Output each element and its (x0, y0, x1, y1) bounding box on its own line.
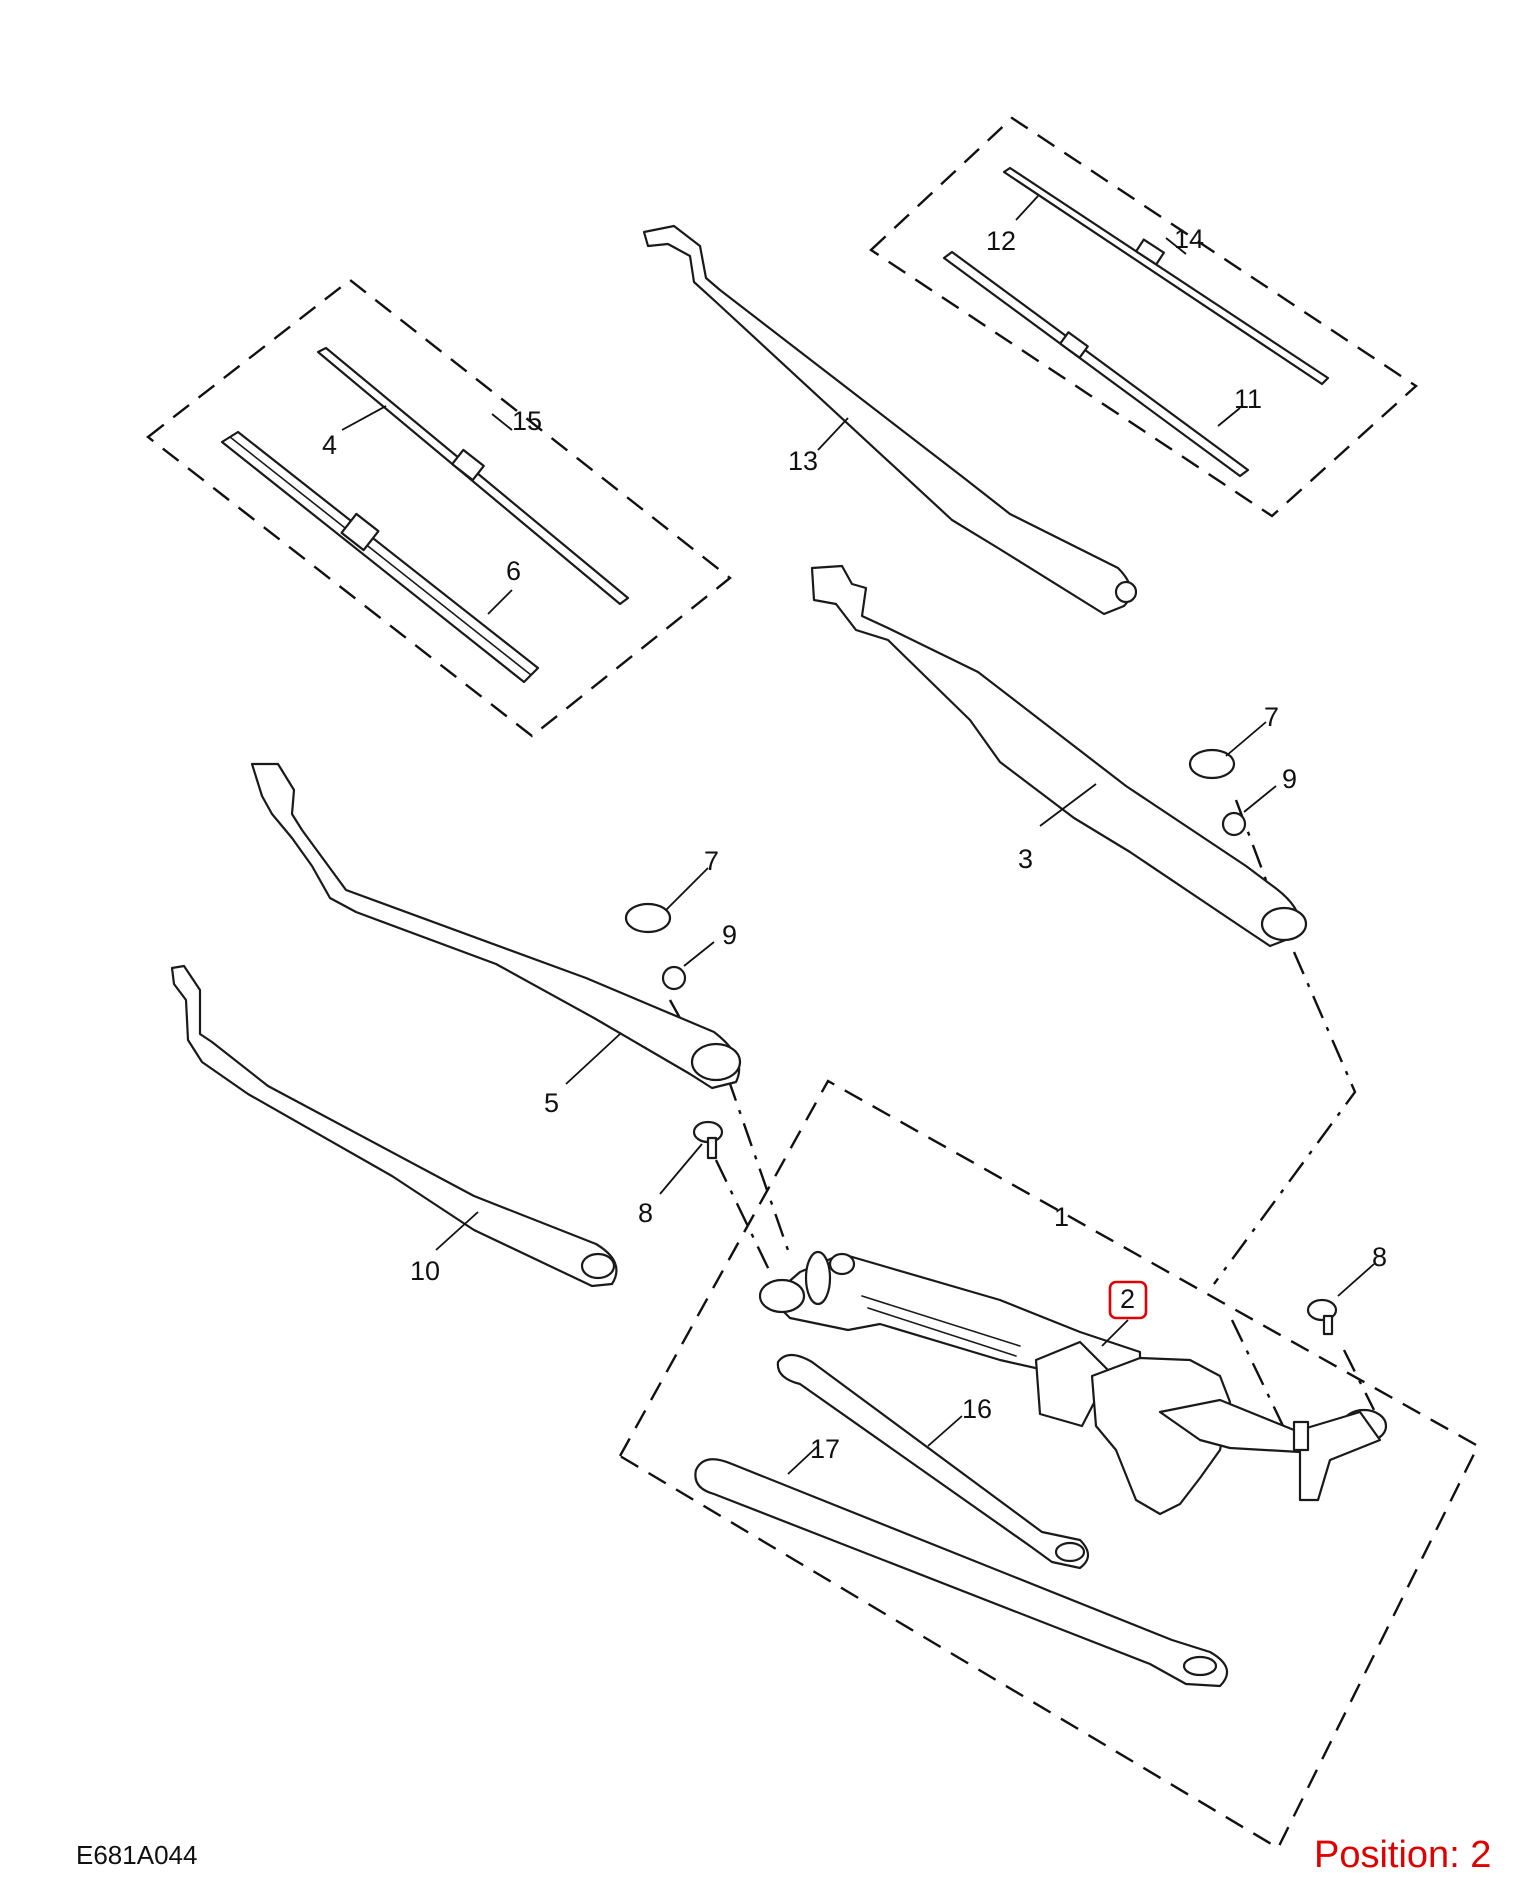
centerline-left-spindle (726, 1077, 792, 1257)
callout-2-highlight (1108, 1280, 1148, 1320)
leader-17 (787, 1445, 819, 1475)
wiper-arm-10 (170, 964, 618, 1288)
callout-15: 15 (512, 406, 542, 436)
leader-6 (487, 589, 513, 615)
callout-17: 17 (810, 1434, 840, 1464)
callout-7b: 7 (1264, 702, 1279, 732)
callout-4: 4 (322, 430, 337, 460)
leader-15 (491, 413, 513, 431)
drive-link-16 (776, 1353, 1090, 1570)
leader-7a (665, 867, 709, 911)
callout-16: 16 (962, 1394, 992, 1424)
centerline-bolt-8-right (1342, 1349, 1376, 1411)
nut-9-right (1221, 811, 1247, 837)
leader-12 (1015, 195, 1039, 221)
leader-8a (659, 1143, 703, 1195)
wiper-blade-12 (1002, 166, 1330, 386)
bolt-8-right (1306, 1298, 1338, 1336)
callout-5: 5 (544, 1088, 559, 1118)
callout-12: 12 (986, 226, 1016, 256)
leader-10 (435, 1211, 479, 1251)
centerline-motor-bolt (1230, 1319, 1288, 1433)
wiper-linkage-assembly-1 (758, 1250, 1388, 1516)
callout-8a: 8 (638, 1198, 653, 1228)
callout-14: 14 (1174, 224, 1204, 254)
callout-9a: 9 (722, 920, 737, 950)
group-outline-1 (618, 1079, 1480, 1850)
leader-14 (1165, 237, 1187, 255)
spindle-cap-7-left (624, 902, 672, 934)
wiper-arm-3 (810, 564, 1308, 948)
wiper-arm-13 (642, 224, 1138, 616)
leader-16 (927, 1415, 963, 1447)
bolt-8-left (692, 1120, 724, 1160)
callout-2: 2 (1120, 1284, 1135, 1314)
leader-5 (565, 1033, 621, 1085)
callout-7a: 7 (704, 846, 719, 876)
leader-8b (1337, 1263, 1375, 1297)
leader-2 (1101, 1319, 1129, 1347)
spindle-cap-7-right (1188, 748, 1236, 780)
wiper-arm-5 (250, 762, 742, 1090)
leader-13 (817, 417, 849, 451)
callout-11: 11 (1234, 384, 1262, 414)
wiper-blade-6 (220, 430, 540, 684)
group-outline-14 (869, 116, 1418, 518)
callout-3: 3 (1018, 844, 1033, 874)
centerline-right-spindle (1213, 951, 1357, 1285)
centerline-cap-right (1234, 799, 1268, 881)
leader-9a (683, 941, 715, 967)
leader-3 (1039, 783, 1097, 827)
drive-link-17 (694, 1458, 1229, 1688)
leader-7b (1225, 721, 1267, 757)
centerline-bolt-8-left (714, 1159, 772, 1273)
callout-6: 6 (506, 556, 521, 586)
callout-9b: 9 (1282, 764, 1297, 794)
group-outline-15 (146, 278, 732, 738)
diagram-reference-code: E681A044 (76, 1840, 198, 1870)
wiper-blade-11 (942, 250, 1250, 478)
position-label: Position: 2 (1314, 1834, 1492, 1876)
leader-4 (341, 405, 387, 431)
nut-9-left (661, 965, 687, 991)
callout-1: 1 (1054, 1202, 1069, 1232)
callout-13: 13 (788, 446, 818, 476)
wiper-blade-4 (316, 346, 630, 606)
callout-8b: 8 (1372, 1242, 1387, 1272)
leader-9b (1243, 785, 1277, 813)
callout-10: 10 (410, 1256, 440, 1286)
leader-11 (1217, 407, 1241, 427)
